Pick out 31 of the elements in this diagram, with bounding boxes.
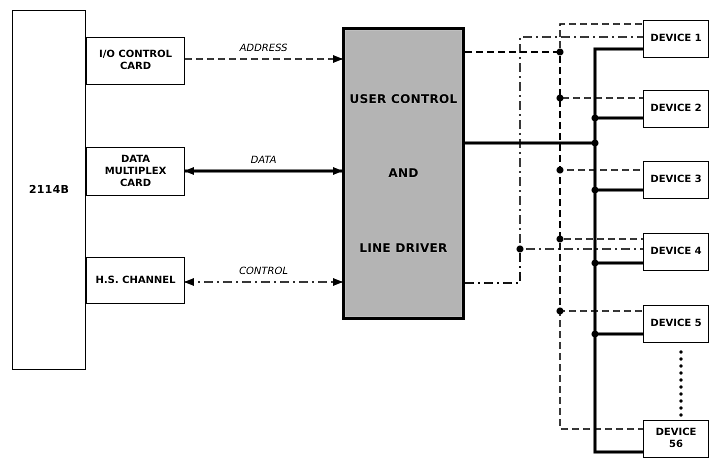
block-box bbox=[86, 147, 185, 196]
block-box bbox=[643, 161, 709, 199]
node-label: DEVICE 4 bbox=[650, 246, 702, 258]
node-label: AND bbox=[388, 165, 419, 182]
block-box bbox=[643, 420, 709, 458]
block-box bbox=[643, 90, 709, 128]
block-box bbox=[643, 20, 709, 58]
driver-box bbox=[342, 27, 465, 320]
connector bbox=[465, 248, 643, 284]
node-label: I/O CONTROL CARD bbox=[98, 49, 173, 73]
connector bbox=[184, 167, 343, 175]
node-label: DATA MULTIPLEX CARD bbox=[104, 154, 168, 190]
node-label: DEVICE 5 bbox=[650, 318, 702, 330]
node-label: H.S. CHANNEL bbox=[95, 274, 176, 286]
block-box bbox=[12, 10, 86, 370]
block-box bbox=[643, 305, 709, 343]
node-label: USER CONTROL bbox=[350, 91, 458, 108]
node-label: DEVICE 56 bbox=[654, 427, 698, 451]
node-label: DEVICE 1 bbox=[650, 33, 702, 45]
edge-label: ADDRESS bbox=[240, 43, 288, 55]
node-label: DEVICE 3 bbox=[650, 174, 702, 186]
edge-label: CONTROL bbox=[239, 266, 288, 278]
block-box bbox=[86, 37, 185, 85]
node-label: LINE DRIVER bbox=[359, 240, 448, 257]
block-box bbox=[643, 233, 709, 271]
node-label: 2114B bbox=[28, 182, 70, 198]
node-label: DEVICE 2 bbox=[650, 103, 702, 115]
connector bbox=[185, 55, 343, 63]
edge-label: DATA bbox=[250, 155, 276, 167]
block-box bbox=[86, 257, 185, 304]
connector bbox=[184, 278, 343, 286]
